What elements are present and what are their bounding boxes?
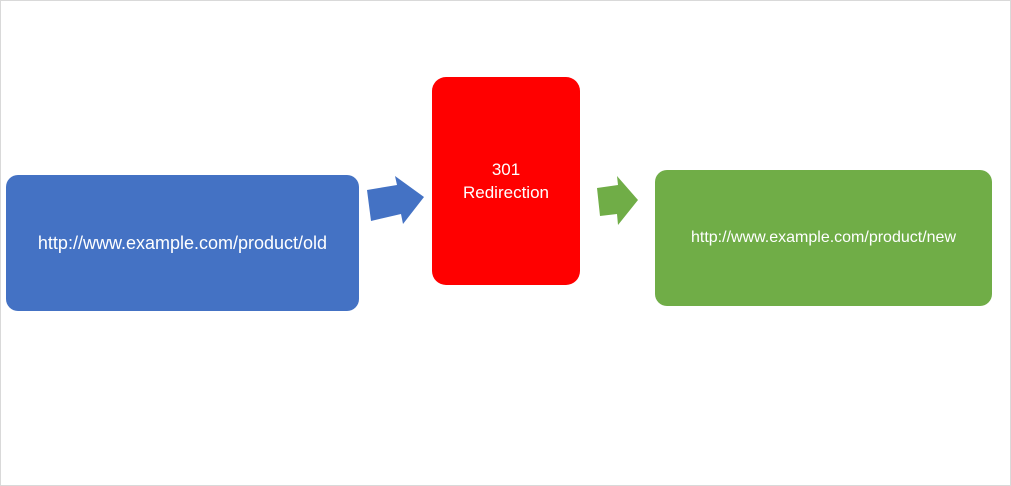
new-url-text: http://www.example.com/product/new	[690, 229, 956, 246]
new-url-box: http://www.example.com/product/new	[655, 170, 992, 306]
redirect-box: 301 Redirection	[432, 77, 580, 285]
redirect-arrow-2	[597, 176, 638, 225]
old-url-box: http://www.example.com/product/old	[6, 175, 359, 311]
redirect-label: 301 Redirection	[463, 158, 549, 204]
redirect-code: 301	[491, 160, 521, 179]
redirect-arrow-1-shape	[367, 176, 424, 224]
redirect-arrow-1	[367, 176, 424, 224]
redirect-arrow-2-shape	[597, 176, 638, 225]
redirect-type: Redirection	[463, 183, 549, 202]
old-url-text: http://www.example.com/product/old	[37, 232, 328, 253]
